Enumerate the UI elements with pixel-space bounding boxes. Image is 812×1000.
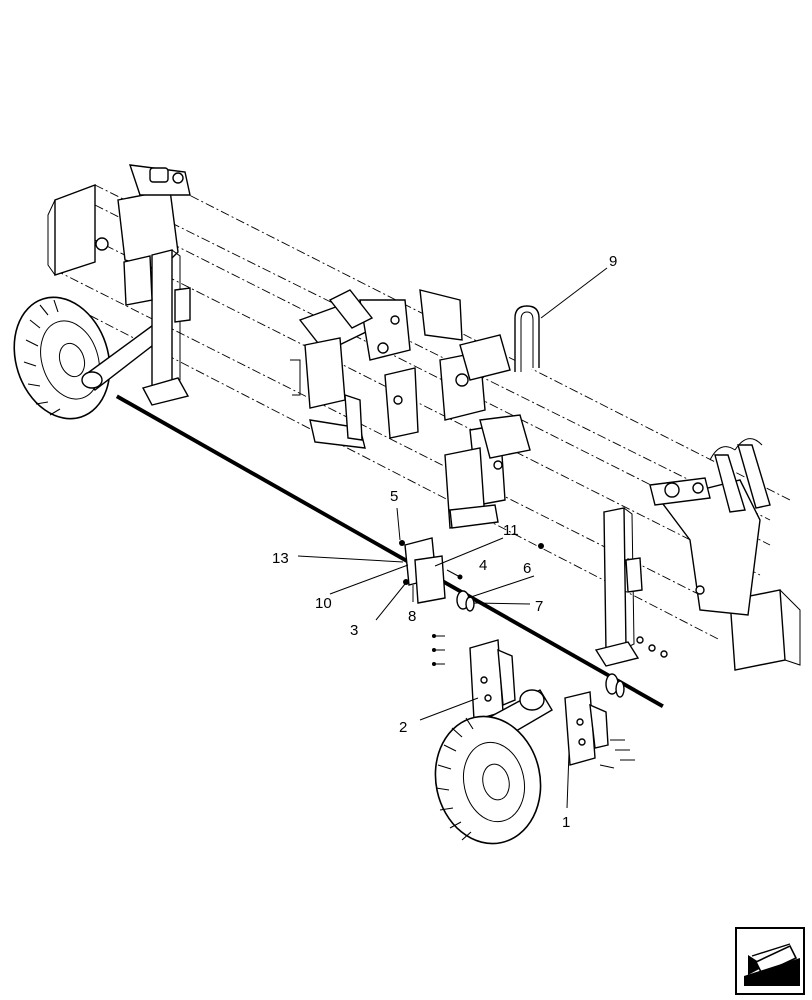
middle-row-unit-right <box>444 414 531 529</box>
callout-labels: 9 5 11 13 4 6 10 7 8 3 2 1 <box>272 253 617 831</box>
callout-13: 13 <box>272 550 289 567</box>
left-jack-stand <box>123 249 191 406</box>
callout-9: 9 <box>609 253 617 270</box>
u-bolt-upper <box>514 305 540 372</box>
middle-row-unit-center <box>384 289 511 439</box>
callout-8: 8 <box>408 608 416 625</box>
callout-5: 5 <box>390 488 398 505</box>
bearing-bracket <box>399 537 544 604</box>
callout-10: 10 <box>315 595 332 612</box>
wheel-bracket-right <box>564 691 635 769</box>
lower-gauge-wheel <box>434 689 553 845</box>
callout-11: 11 <box>503 522 519 539</box>
callout-6: 6 <box>523 560 531 577</box>
callout-4: 4 <box>479 557 487 574</box>
leader-lines <box>297 267 608 809</box>
left-mount-bracket <box>95 164 191 271</box>
middle-row-unit-left <box>290 289 411 449</box>
callout-1: 1 <box>562 814 570 831</box>
callout-7: 7 <box>535 598 543 615</box>
drive-shaft <box>115 393 665 708</box>
right-jack-stand <box>594 507 668 667</box>
callout-3: 3 <box>350 622 358 639</box>
callout-2: 2 <box>399 719 407 736</box>
right-mount-bracket <box>649 438 771 616</box>
left-gauge-wheel <box>13 296 172 420</box>
back-arrow-icon[interactable] <box>735 927 805 995</box>
wheel-bracket-left <box>432 634 516 721</box>
